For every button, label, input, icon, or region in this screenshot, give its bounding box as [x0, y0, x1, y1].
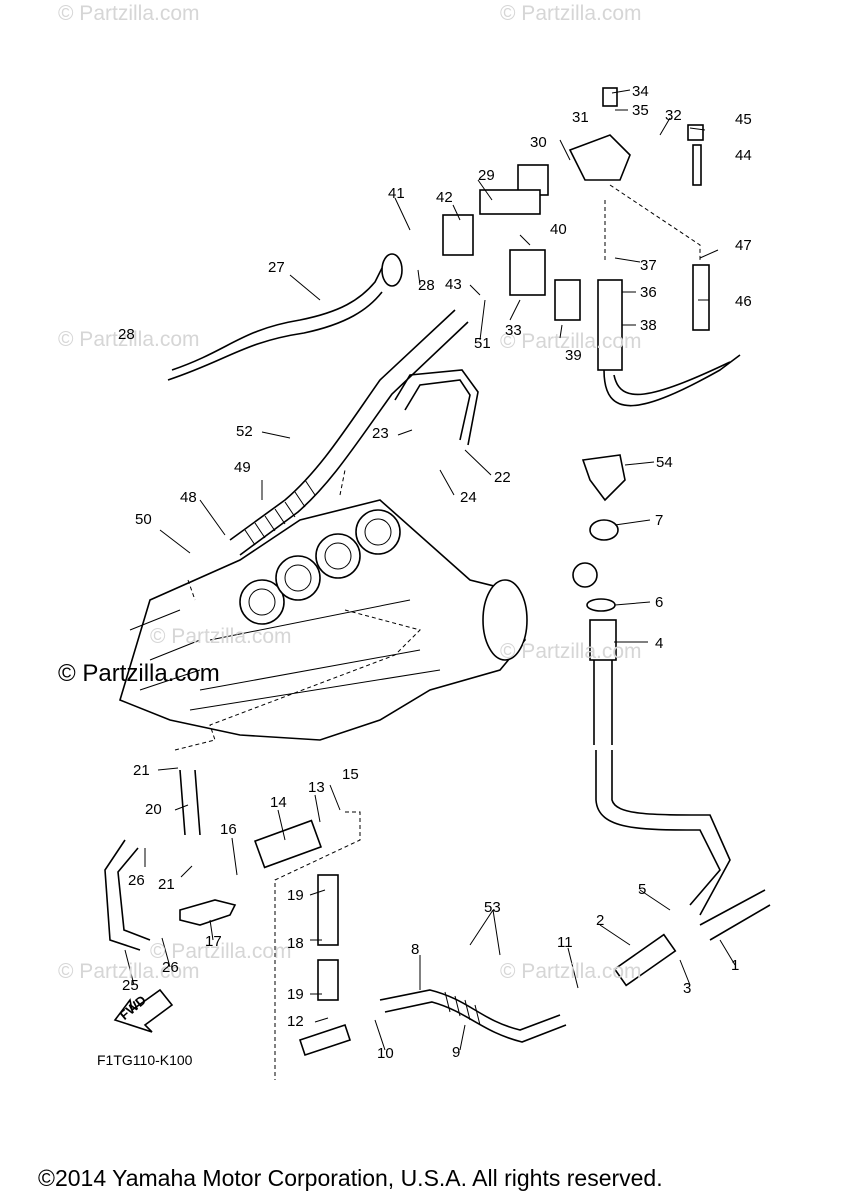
watermark-strong: © Partzilla.com: [58, 660, 220, 687]
callout-label: 34: [632, 83, 649, 100]
callout-label: 41: [388, 185, 405, 202]
callout-label: 35: [632, 102, 649, 119]
callout-label: 6: [655, 594, 664, 611]
watermark: © Partzilla.com: [58, 2, 200, 25]
callout-label: 15: [342, 766, 359, 783]
hose-27: [167, 267, 383, 381]
exhaust-manifold: [119, 499, 528, 741]
callout-label: 27: [268, 259, 285, 276]
callout-label: 26: [128, 872, 145, 889]
hose-4: [593, 640, 731, 916]
callout-label: 30: [530, 134, 547, 151]
watermark: © Partzilla.com: [150, 625, 292, 648]
callout-label: 19: [287, 887, 304, 904]
hose-8: [379, 989, 567, 1043]
callout-label: 25: [122, 977, 139, 994]
watermark: © Partzilla.com: [500, 2, 642, 25]
callout-label: 47: [735, 237, 752, 254]
callout-label: 54: [656, 454, 673, 471]
diagram-code: F1TG110-K100: [97, 1052, 193, 1068]
callout-label: 23: [372, 425, 389, 442]
callout-label: 49: [234, 459, 251, 476]
callout-label: 37: [640, 257, 657, 274]
callout-label: 36: [640, 284, 657, 301]
callout-label: 4: [655, 635, 664, 652]
callout-label: 20: [145, 801, 162, 818]
callout-label: 48: [180, 489, 197, 506]
callout-label: 33: [505, 322, 522, 339]
callout-label: 3: [683, 980, 692, 997]
callout-label: 28: [118, 326, 135, 343]
watermark: © Partzilla.com: [500, 640, 642, 663]
callout-label: 24: [460, 489, 477, 506]
callout-label: 22: [494, 469, 511, 486]
callout-label: 29: [478, 167, 495, 184]
callout-label: 12: [287, 1013, 304, 1030]
callout-label: 1: [731, 957, 740, 974]
callout-label: 32: [665, 107, 682, 124]
callout-label: 10: [377, 1045, 394, 1062]
callout-label: 28: [418, 277, 435, 294]
callout-label: 16: [220, 821, 237, 838]
callout-label: 43: [445, 276, 462, 293]
callout-label: 19: [287, 986, 304, 1003]
watermark: © Partzilla.com: [500, 960, 642, 983]
watermark: © Partzilla.com: [500, 330, 642, 353]
callout-label: 14: [270, 794, 287, 811]
callout-label: 38: [640, 317, 657, 334]
callout-label: 21: [158, 876, 175, 893]
callout-label: 39: [565, 347, 582, 364]
callout-label: 51: [474, 335, 491, 352]
callout-label: 46: [735, 293, 752, 310]
callout-label: 17: [205, 933, 222, 950]
callout-label: 26: [162, 959, 179, 976]
callout-label: 2: [596, 912, 605, 929]
callout-label: 42: [436, 189, 453, 206]
callout-label: 9: [452, 1044, 461, 1061]
copyright-footer: ©2014 Yamaha Motor Corporation, U.S.A. A…: [38, 1165, 663, 1191]
callout-label: 52: [236, 423, 253, 440]
callout-label: 40: [550, 221, 567, 238]
callout-label: 13: [308, 779, 325, 796]
watermark: © Partzilla.com: [58, 960, 200, 983]
callout-label: 7: [655, 512, 664, 529]
callout-label: 8: [411, 941, 420, 958]
watermark: © Partzilla.com: [150, 940, 292, 963]
callout-label: 5: [638, 881, 647, 898]
callout-label: 31: [572, 109, 589, 126]
callout-label: 50: [135, 511, 152, 528]
callout-label: 18: [287, 935, 304, 952]
callout-label: 45: [735, 111, 752, 128]
callout-label: 11: [557, 934, 573, 951]
callout-label: 53: [484, 899, 501, 916]
callout-label: 21: [133, 762, 150, 779]
watermark: © Partzilla.com: [58, 328, 200, 351]
callout-label: 44: [735, 147, 752, 164]
